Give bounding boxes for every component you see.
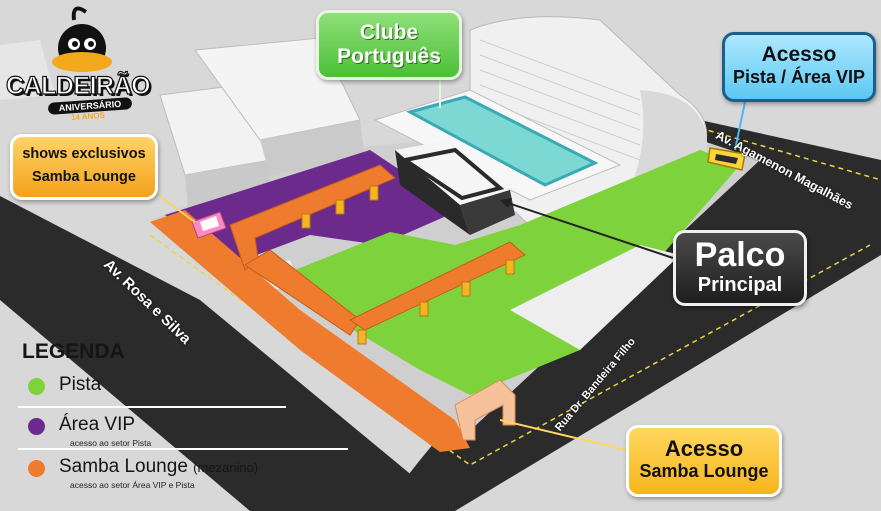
legend-title: LEGENDA bbox=[22, 340, 125, 363]
samba-lounge-lower bbox=[348, 241, 526, 331]
legend-label-area-vip: Área VIP bbox=[59, 414, 136, 435]
pool bbox=[405, 95, 599, 187]
callout-acesso-samba: Acesso Samba Lounge bbox=[626, 425, 782, 497]
street-dashed-line-2 bbox=[699, 127, 881, 181]
gate-pista-vip bbox=[707, 147, 746, 171]
area-pista bbox=[270, 150, 740, 395]
pointer-samba bbox=[499, 419, 627, 451]
legend-label-pista: Pista bbox=[59, 374, 102, 395]
callout-samba-line1: Acesso bbox=[664, 436, 744, 461]
pointer-palco-arrow bbox=[500, 198, 512, 208]
gate-shows-exclusivos bbox=[191, 211, 227, 239]
clube-arena-ribs bbox=[479, 39, 641, 161]
legend: LEGENDA Pista Área VIP acesso ao setor P… bbox=[18, 340, 348, 505]
callout-palco-line2: Principal bbox=[697, 274, 783, 297]
samba-lounge-upper bbox=[229, 164, 396, 271]
callout-palco-principal: Palco Principal bbox=[673, 230, 807, 306]
logo-title: CALDEIRÃO bbox=[5, 71, 151, 100]
legend-swatch-pista bbox=[28, 378, 45, 395]
area-pista-building bbox=[510, 245, 680, 350]
street-rosa-e-silva bbox=[0, 196, 455, 511]
legend-swatch-area-vip bbox=[28, 418, 45, 435]
legend-note-samba-lounge: acesso ao setor Área VIP e Pista bbox=[70, 480, 195, 490]
legend-swatch-samba-lounge bbox=[28, 460, 45, 477]
callout-vip-line2: Pista / Área VIP bbox=[732, 67, 866, 88]
stage-left-face bbox=[395, 150, 470, 235]
callout-shows-line2: Samba Lounge bbox=[32, 168, 136, 185]
logo: CALDEIRÃO ANIVERSÁRIO 14 ANOS bbox=[4, 2, 160, 128]
legend-divider-2 bbox=[18, 448, 348, 450]
callout-clube-line1: Clube bbox=[359, 21, 419, 44]
samba-lounge-walkway bbox=[150, 210, 470, 452]
callout-samba-line2: Samba Lounge bbox=[639, 461, 769, 482]
building-far-left bbox=[0, 40, 55, 100]
legend-note-area-vip: acesso ao setor Pista bbox=[70, 438, 152, 448]
callout-clube-line2: Português bbox=[337, 45, 441, 69]
pointer-shows bbox=[157, 194, 196, 223]
pointer-palco bbox=[504, 201, 674, 259]
callout-shows-exclusivos: shows exclusivos Samba Lounge bbox=[10, 134, 158, 200]
legend-divider-1 bbox=[18, 406, 286, 408]
logo-years: 14 ANOS bbox=[70, 110, 106, 123]
callout-palco-line1: Palco bbox=[694, 236, 786, 274]
legend-extra-samba-lounge: (mezanino) bbox=[193, 460, 259, 475]
stage-frame bbox=[399, 147, 505, 201]
callout-acesso-vip: Acesso Pista / Área VIP bbox=[722, 32, 876, 102]
callout-vip-line1: Acesso bbox=[761, 43, 837, 66]
pointer-vip bbox=[734, 101, 746, 151]
samba-lounge-pillars bbox=[301, 185, 515, 345]
callout-shows-line1: shows exclusivos bbox=[22, 146, 146, 162]
logo-mascot-icon bbox=[52, 6, 112, 72]
callout-clube-portugues: Clube Português bbox=[316, 10, 462, 80]
legend-label-samba-lounge: Samba Lounge (mezanino) bbox=[59, 456, 259, 477]
gate-samba-lounge bbox=[454, 379, 516, 441]
